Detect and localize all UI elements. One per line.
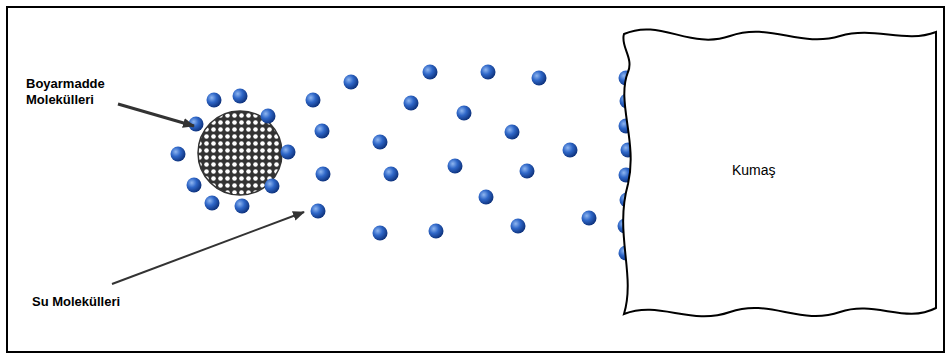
water-molecule <box>281 145 296 160</box>
water-molecule <box>306 93 321 108</box>
water-molecule <box>481 65 496 80</box>
water-molecule <box>563 143 578 158</box>
water-label: Su Molekülleri <box>32 294 172 310</box>
leader-arrow <box>112 212 304 284</box>
water-molecule <box>373 135 388 150</box>
water-molecule <box>233 89 248 104</box>
water-molecule <box>373 226 388 241</box>
water-molecule <box>582 211 597 226</box>
leader-arrow <box>118 104 194 126</box>
dye-particle <box>198 111 282 195</box>
water-molecule <box>311 204 326 219</box>
dye-label: Boyarmadde Molekülleri <box>26 76 118 108</box>
water-molecule <box>505 125 520 140</box>
water-molecule <box>511 219 526 234</box>
water-molecule <box>423 65 438 80</box>
water-molecule <box>384 167 399 182</box>
water-molecule <box>404 96 419 111</box>
water-molecule <box>315 124 330 139</box>
fabric-label: Kumaş <box>732 162 776 178</box>
water-molecule <box>479 190 494 205</box>
water-molecule <box>171 147 186 162</box>
water-molecule <box>316 167 331 182</box>
water-molecule <box>457 106 472 121</box>
water-molecule <box>205 196 220 211</box>
water-molecule <box>187 178 202 193</box>
water-molecule <box>344 75 359 90</box>
water-molecule <box>532 71 547 86</box>
water-molecule <box>265 179 280 194</box>
water-molecule <box>429 224 444 239</box>
fabric-outline <box>620 22 940 334</box>
water-molecule <box>520 164 535 179</box>
water-molecules <box>171 65 636 261</box>
water-molecule <box>261 109 276 124</box>
frame <box>7 7 944 352</box>
water-molecule <box>207 93 222 108</box>
water-molecule <box>235 199 250 214</box>
fabric-shape: Kumaş <box>620 22 940 334</box>
water-molecule <box>448 159 463 174</box>
